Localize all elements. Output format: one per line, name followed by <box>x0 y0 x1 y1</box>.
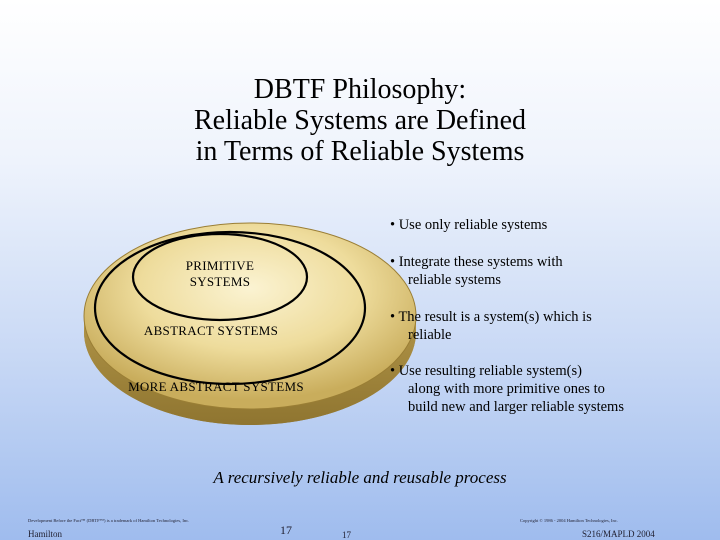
nested-ellipses-graphic <box>83 222 417 425</box>
abstract-systems-ring <box>93 230 367 386</box>
title-line-1: DBTF Philosophy: <box>253 74 467 105</box>
slide-title: DBTF Philosophy: Reliable Systems are De… <box>80 74 640 167</box>
author-name: Hamilton <box>28 529 62 539</box>
outer-ellipse <box>83 222 417 410</box>
page-number: 17 <box>280 523 292 537</box>
tagline: A recursively reliable and reusable proc… <box>213 468 507 487</box>
more-abstract-systems-label: MORE ABSTRACT SYSTEMS <box>128 379 304 394</box>
trademark-note: Development Before the Fact™ (DBTF™) is … <box>28 518 190 523</box>
primitive-systems-label: PRIMITIVE SYSTEMS <box>185 258 255 289</box>
bullet-item: • Use only reliable systems <box>390 217 548 233</box>
title-line-3: in Terms of Reliable Systems <box>195 136 525 167</box>
title-line-2: Reliable Systems are Defined <box>193 105 526 136</box>
bullet-item: • The result is a system(s) which is rel… <box>390 309 592 343</box>
primitive-systems-ring <box>131 232 309 322</box>
copyright-note: Copyright © 1986 - 2004 Hamilton Technol… <box>520 518 618 523</box>
bullet-item: • Integrate these systems with reliable … <box>390 254 563 288</box>
bullet-item: • Use resulting reliable system(s) along… <box>390 363 624 415</box>
session-code: S216/MAPLD 2004 <box>582 529 655 539</box>
page-number-secondary: 17 <box>342 530 351 540</box>
abstract-systems-label: ABSTRACT SYSTEMS <box>143 323 279 338</box>
nested-systems-diagram: PRIMITIVE SYSTEMS ABSTRACT SYSTEMS MORE … <box>80 200 420 450</box>
